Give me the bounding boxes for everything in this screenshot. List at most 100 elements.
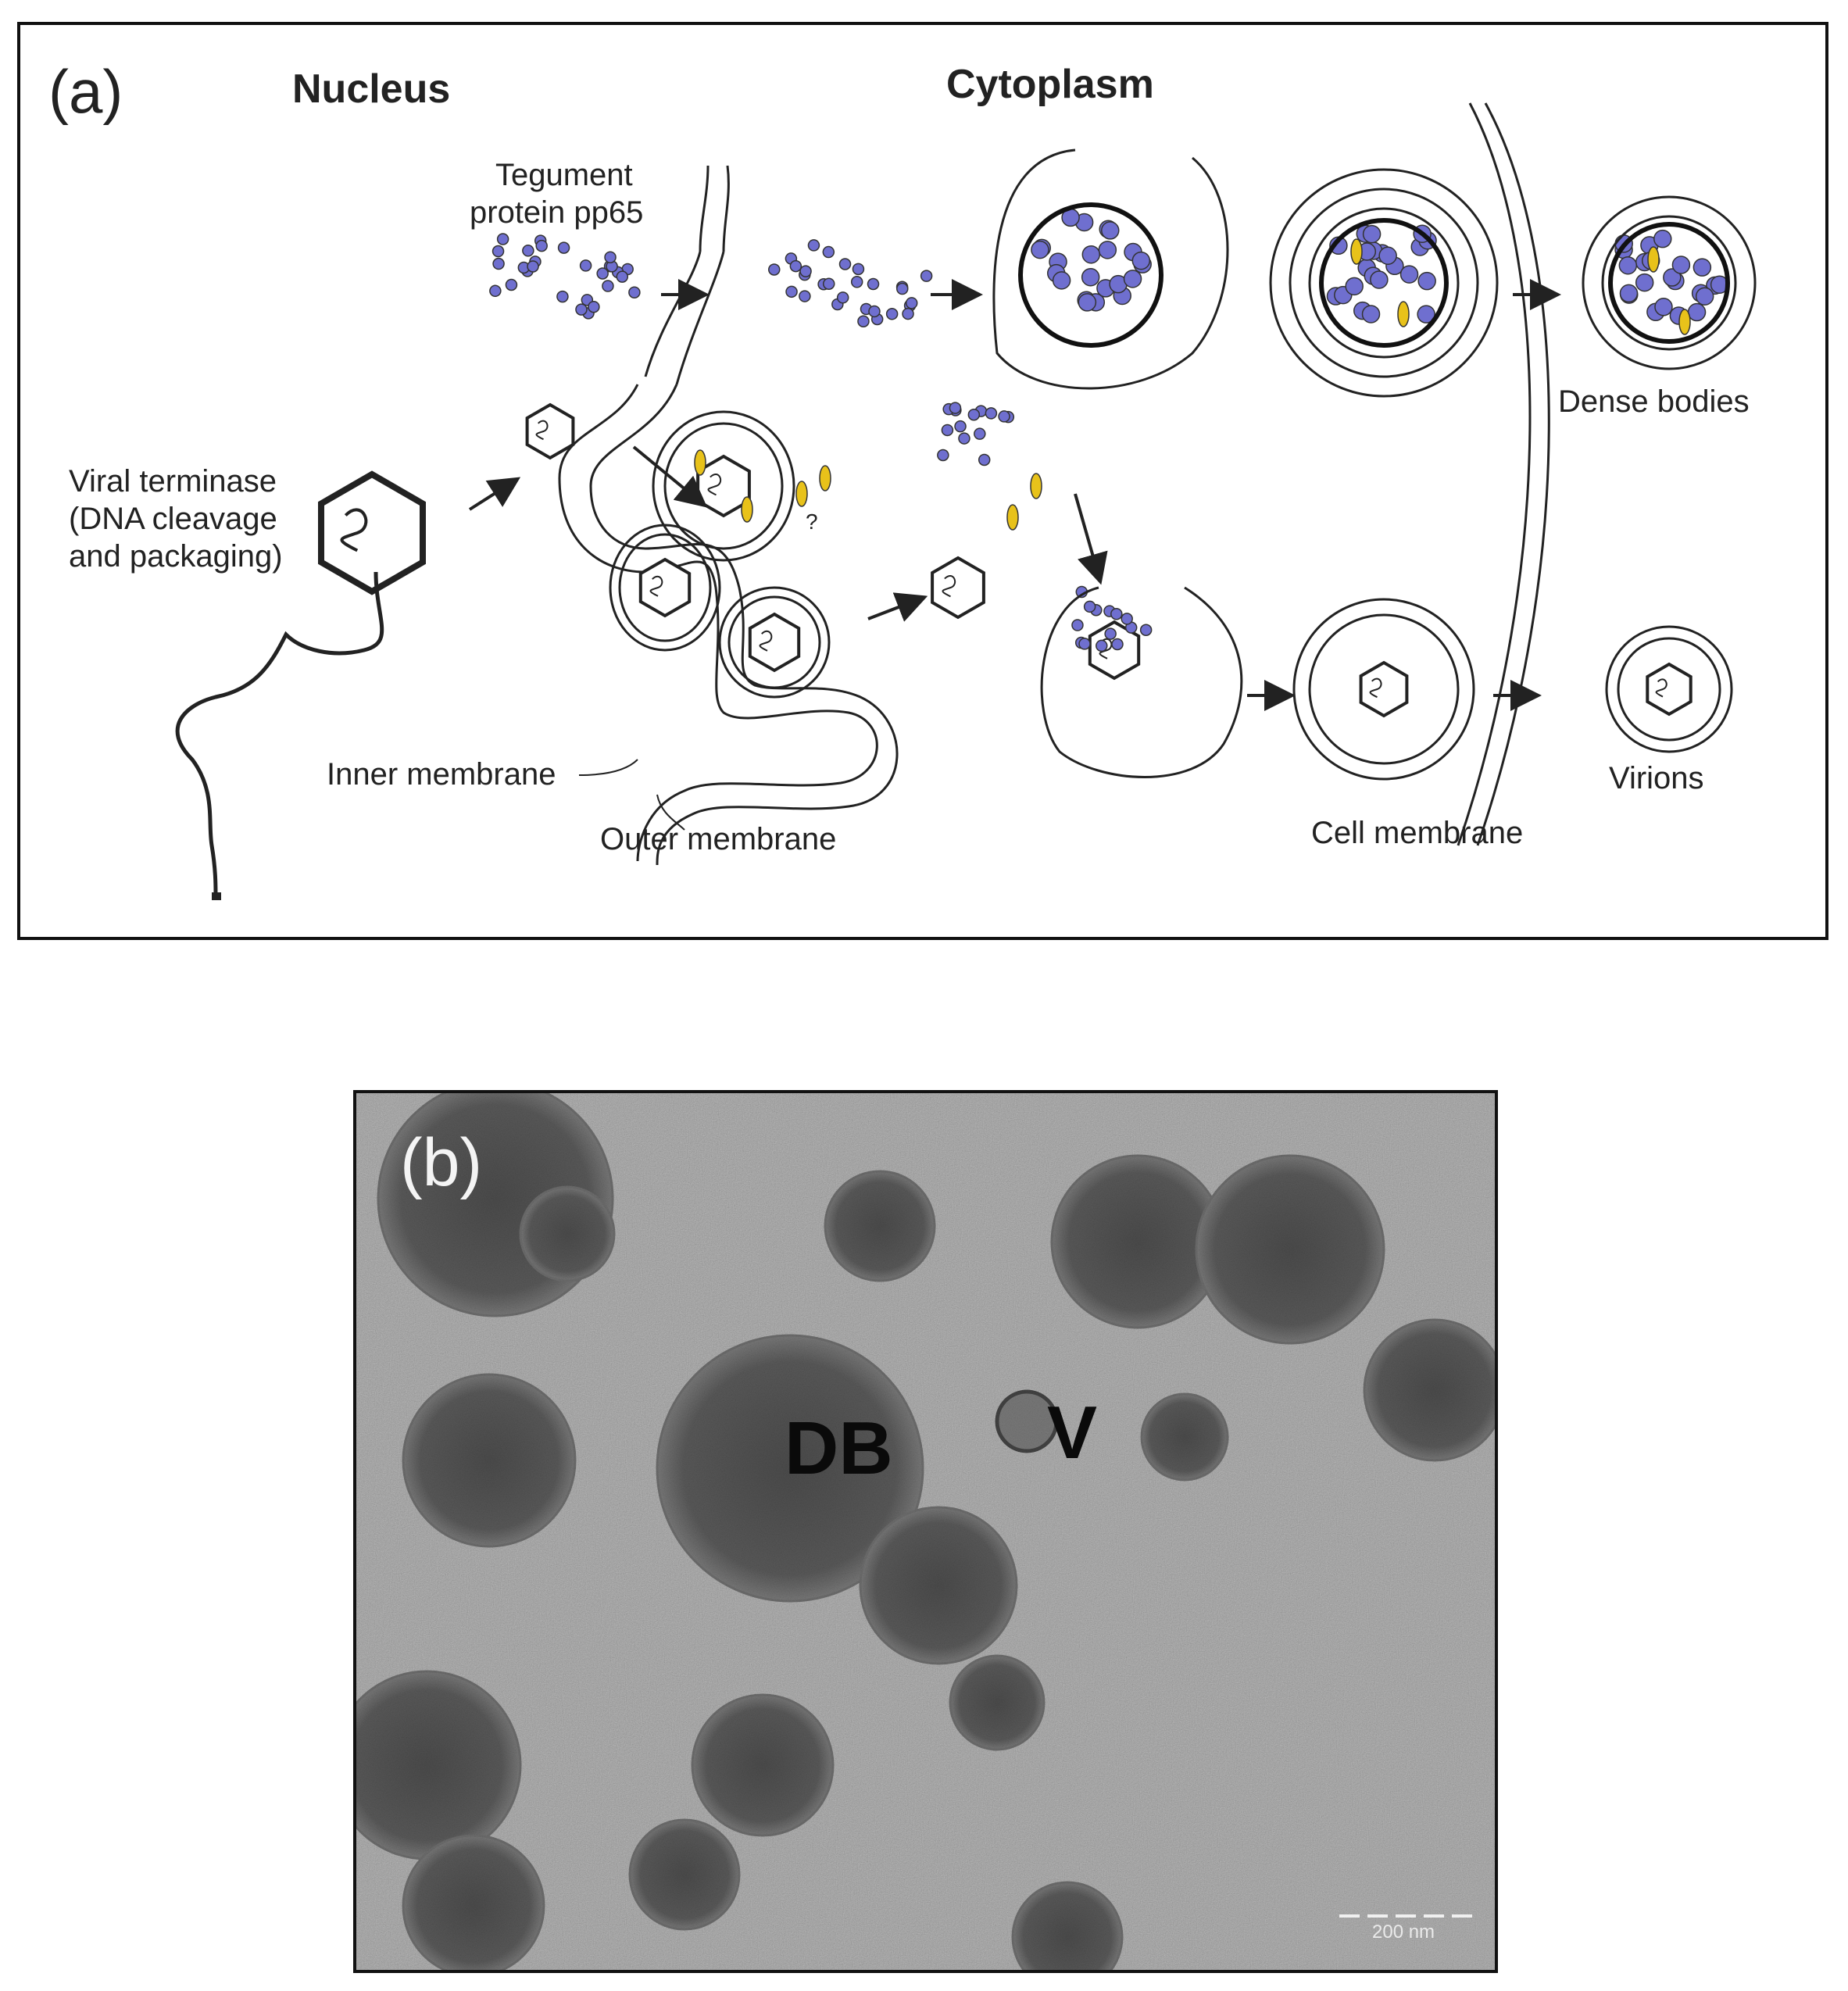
capsid-dna-coil <box>1369 677 1382 699</box>
tegument-protein-dot <box>1695 287 1714 306</box>
viral-dna-strand <box>175 571 384 897</box>
tegument-protein-dot <box>985 407 998 420</box>
em-particle <box>628 1818 741 1931</box>
em-particle <box>859 1506 1018 1665</box>
capsid <box>525 402 575 460</box>
tegument-protein-dot <box>1104 627 1117 640</box>
em-virion <box>995 1389 1059 1453</box>
arrow <box>632 445 708 508</box>
dense-body-cores <box>1018 202 1730 348</box>
tegument-protein-dot <box>822 277 835 290</box>
tegument-protein-dots <box>489 208 1729 652</box>
tegument-label-line1: Tegument <box>495 158 633 192</box>
tegument-protein-dot <box>491 245 505 258</box>
tegument-protein-dot <box>527 260 539 273</box>
capsid <box>1088 620 1141 681</box>
tegument-protein-dot <box>954 420 967 433</box>
tegument-protein-dot <box>967 408 981 421</box>
panel-a-schematic: (a) Nucleus Cytoplasm Tegument protein p… <box>17 22 1828 940</box>
tegument-protein-dot <box>1687 302 1707 322</box>
terminase-label-line3: and packaging) <box>69 539 283 574</box>
tegument-protein-dot <box>1635 273 1654 292</box>
tegument-protein-dot <box>1110 607 1123 620</box>
tegument-protein-dot <box>604 251 617 263</box>
tegument-protein-dot <box>1052 271 1071 290</box>
tegument-protein-dot <box>850 276 863 288</box>
tegument-protein-dot <box>522 245 534 257</box>
tegument-protein-dot <box>1098 241 1117 259</box>
panel-b-label: (b) <box>400 1125 483 1200</box>
panel-a-label: (a) <box>48 57 123 126</box>
tegument-protein-dot <box>1111 638 1124 651</box>
arrow <box>867 592 928 622</box>
tegument-protein-dot <box>557 241 570 254</box>
tegument-protein-dot <box>857 315 870 327</box>
arrow <box>468 477 521 511</box>
tegument-protein-dot <box>941 424 954 437</box>
tegument-protein-dot <box>807 239 820 252</box>
tegument-protein-dot <box>1083 600 1096 613</box>
capsid <box>931 556 985 620</box>
tegument-protein-dot <box>1101 221 1120 240</box>
cytoplasm-region-label: Cytoplasm <box>946 62 1154 107</box>
tegument-protein-dot <box>602 280 614 292</box>
tegument-protein-dot <box>1370 270 1389 289</box>
tegument-protein-dot <box>496 233 509 245</box>
capsid <box>638 557 692 618</box>
tegument-protein-dot <box>575 303 588 316</box>
arrow <box>1074 493 1108 585</box>
tegument-protein-dot <box>1693 258 1712 277</box>
em-particle <box>1011 1881 1124 1970</box>
tegument-protein-dot <box>579 259 592 272</box>
em-particle <box>402 1834 545 1970</box>
cell-membrane-label: Cell membrane <box>1311 816 1524 850</box>
glycoprotein <box>1006 504 1019 531</box>
tegument-protein-dot <box>920 270 933 282</box>
capsid-dna-coil <box>535 420 549 441</box>
em-particles <box>356 1093 1495 1970</box>
em-particle <box>1363 1318 1495 1462</box>
em-particle <box>519 1185 616 1282</box>
tegument-protein-dot <box>852 263 865 276</box>
cell-membrane <box>1457 102 1550 846</box>
tegument-protein-dot <box>1417 271 1436 291</box>
tegument-protein-dot <box>1071 619 1084 631</box>
tegument-protein-dot <box>1139 624 1153 636</box>
tegument-label-line2: protein pp65 <box>470 195 644 230</box>
inner-membrane-label: Inner membrane <box>327 757 556 792</box>
tegument-protein-dot <box>902 307 914 320</box>
terminase-label-line1: Viral terminase <box>69 464 277 499</box>
tegument-protein-dot <box>535 239 548 252</box>
dense-body-tag: DB <box>785 1407 893 1490</box>
assembly-diagram <box>175 102 1757 900</box>
em-particle <box>949 1654 1046 1751</box>
tegument-protein-dot <box>836 291 849 304</box>
tegument-protein-dot <box>1362 224 1382 244</box>
tegument-protein-dot <box>1081 267 1100 287</box>
tegument-protein-dot <box>1031 240 1049 259</box>
tegument-protein-dot <box>556 290 569 303</box>
tegument-protein-dot <box>1078 638 1091 650</box>
tegument-protein-dot <box>492 257 505 270</box>
tegument-protein-dot <box>895 282 909 295</box>
tegument-protein-dot <box>958 432 970 445</box>
tegument-protein-dot <box>1361 305 1381 323</box>
tegument-protein-dot <box>789 259 802 273</box>
capsid <box>1646 662 1693 717</box>
tegument-protein-dot <box>1123 270 1142 288</box>
tegument-protein-dot <box>867 277 880 291</box>
tegument-protein-dot <box>785 285 798 298</box>
capsid-dna-coil <box>1655 678 1667 698</box>
tegument-protein-dot <box>628 286 641 298</box>
dense-bodies-label: Dense bodies <box>1558 384 1750 419</box>
em-particle <box>1195 1154 1385 1345</box>
tegument-protein-dot <box>838 258 852 270</box>
leader-lines <box>578 759 685 831</box>
glycoprotein <box>741 496 753 523</box>
em-dense-body <box>656 1334 924 1603</box>
tegument-protein-dot <box>868 305 881 318</box>
capsid-group <box>318 402 1693 718</box>
micrograph-image <box>356 1093 1495 1970</box>
capsid-dna-coil <box>649 575 663 597</box>
capsid <box>1359 660 1409 718</box>
